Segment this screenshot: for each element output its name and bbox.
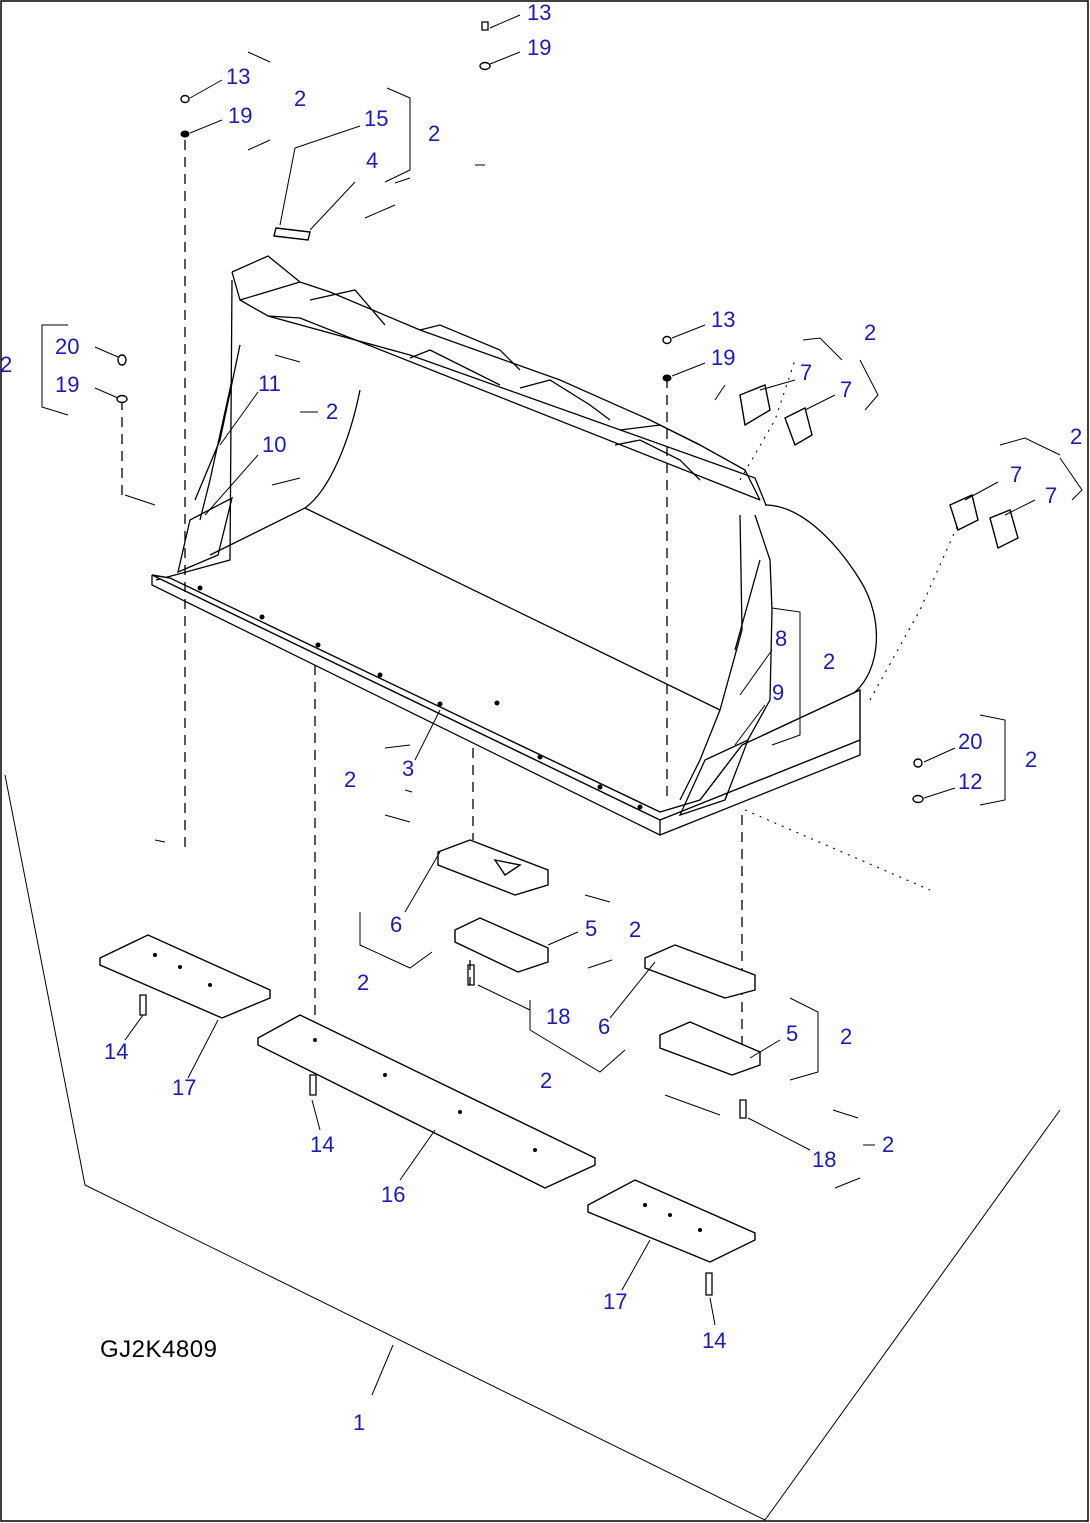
callout-12: 12 <box>958 769 982 794</box>
callout-5-b: 5 <box>786 1021 798 1046</box>
assembly-boundary-1 <box>4 774 1061 1521</box>
callout-1: 1 <box>353 1410 365 1435</box>
callout-19-left: 19 <box>228 103 252 128</box>
callout-3: 3 <box>402 756 414 781</box>
callout-6-a: 6 <box>390 912 402 937</box>
callout-2-b: 2 <box>428 121 440 146</box>
callout-6-b: 6 <box>598 1014 610 1039</box>
callout-20-left: 20 <box>55 334 79 359</box>
group-brackets <box>41 87 1083 1081</box>
callout-7-a: 7 <box>800 360 812 385</box>
callout-16: 16 <box>381 1182 405 1207</box>
callout-2-n: 2 <box>882 1132 894 1157</box>
alignment-lines <box>121 140 743 1050</box>
wear-plates <box>99 934 756 1263</box>
callout-19-lower-left: 19 <box>55 372 79 397</box>
hardware <box>116 21 924 1296</box>
callout-13-left: 13 <box>226 64 250 89</box>
callout-13-right: 13 <box>711 307 735 332</box>
callout-18-b: 18 <box>812 1147 836 1172</box>
callout-4: 4 <box>366 148 378 173</box>
callout-9: 9 <box>772 680 784 705</box>
bolt-on-plates <box>437 839 761 1076</box>
callout-13-top: 13 <box>527 0 551 25</box>
leader-lines <box>94 14 1036 1326</box>
callout-2-m: 2 <box>540 1068 552 1093</box>
callout-2-d: 2 <box>0 352 12 377</box>
callout-14-b: 14 <box>310 1132 334 1157</box>
callout-10: 10 <box>262 432 286 457</box>
callout-2-j: 2 <box>629 917 641 942</box>
callout-2-k: 2 <box>357 970 369 995</box>
bucket-body <box>151 255 877 836</box>
callout-7-d: 7 <box>1045 483 1057 508</box>
callout-2-h: 2 <box>1025 747 1037 772</box>
callout-17-a: 17 <box>172 1075 196 1100</box>
callout-11: 11 <box>258 371 281 396</box>
callout-2-c: 2 <box>864 320 876 345</box>
callout-2-i: 2 <box>344 767 356 792</box>
callout-20-right: 20 <box>958 729 982 754</box>
callout-19-right: 19 <box>711 345 735 370</box>
callout-2-e: 2 <box>326 399 338 424</box>
callout-14-c: 14 <box>702 1328 726 1353</box>
callout-2-f: 2 <box>1070 424 1082 449</box>
centerline-fragments <box>124 51 961 1189</box>
callout-7-c: 7 <box>1010 462 1022 487</box>
drawing-code: GJ2K4809 <box>100 1336 217 1363</box>
callout-2-l: 2 <box>840 1024 852 1049</box>
callout-labels: 13 19 13 19 2 15 2 4 13 19 2 20 2 19 7 7… <box>0 0 1082 1435</box>
callout-14-a: 14 <box>104 1039 128 1064</box>
callout-7-b: 7 <box>840 377 852 402</box>
callout-2-a: 2 <box>294 86 306 111</box>
callout-8: 8 <box>775 626 787 651</box>
side-pads <box>739 384 1019 550</box>
callout-15: 15 <box>364 106 388 131</box>
callout-5-a: 5 <box>585 916 597 941</box>
callout-19-top: 19 <box>527 35 551 60</box>
callout-17-b: 17 <box>603 1289 627 1314</box>
callout-2-g: 2 <box>823 649 835 674</box>
callout-18-a: 18 <box>546 1004 570 1029</box>
